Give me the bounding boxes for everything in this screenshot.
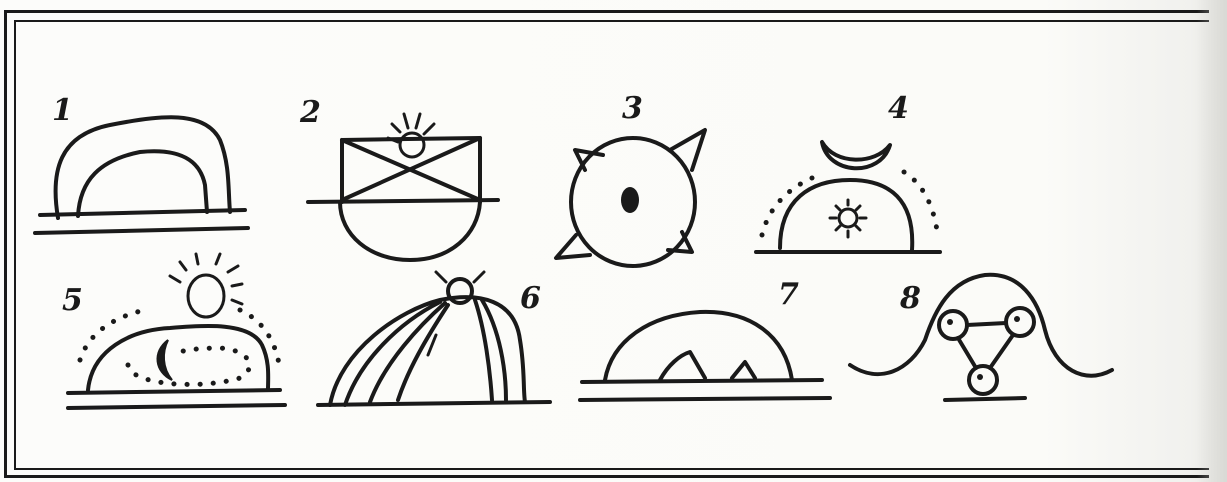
symbol-number-6: 6 (520, 281, 541, 316)
symbol-number-5: 5 (62, 283, 83, 318)
symbol-number-4: 4 (888, 91, 909, 126)
symbol-number-3: 3 (622, 91, 643, 126)
crescent-over-sun-mound-icon: 4 (756, 91, 940, 252)
symbol-number-7: 7 (778, 277, 799, 312)
symbol-number-8: 8 (899, 281, 921, 316)
striped-dome-icon: 6 (318, 272, 550, 405)
rayed-disc-icon: 3 (556, 91, 705, 266)
sun-over-dotted-mound-icon: 5 (62, 254, 285, 408)
mound-with-peaks-icon: 7 (580, 277, 830, 400)
crossed-box-with-head-icon: 2 (299, 95, 498, 260)
three-circle-loop-icon: 8 (850, 275, 1112, 400)
symbol-number-1: 1 (52, 93, 73, 128)
symbol-number-2: 2 (299, 95, 321, 130)
arch-icon: 1 (35, 93, 248, 233)
